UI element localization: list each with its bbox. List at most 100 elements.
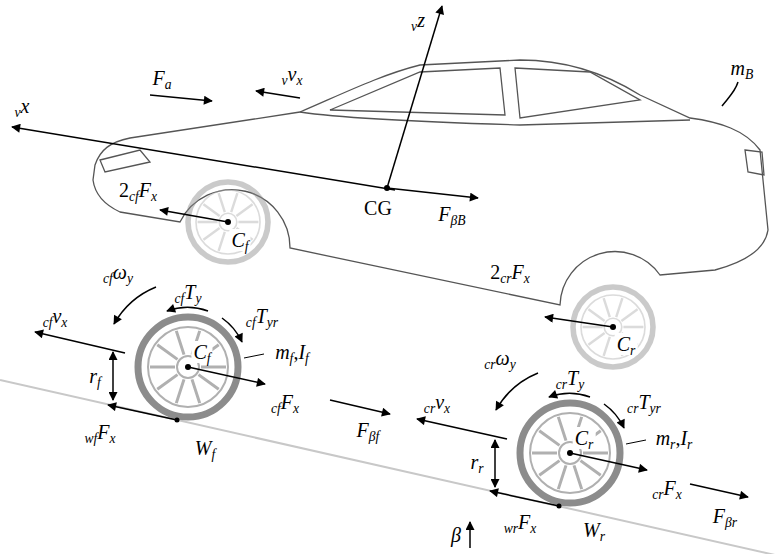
label-part: v bbox=[435, 391, 444, 413]
label-part: T bbox=[184, 281, 195, 303]
force-label: 2crFx bbox=[488, 261, 532, 283]
label-part: x bbox=[296, 73, 302, 88]
label-part: y bbox=[510, 357, 516, 372]
label-part: x bbox=[61, 315, 67, 330]
label-part: 2 bbox=[119, 179, 129, 201]
label-part: r bbox=[588, 437, 593, 452]
label-part: F bbox=[97, 421, 109, 443]
label-part: I bbox=[680, 427, 687, 449]
label-part: f bbox=[97, 375, 101, 390]
point-label: Cr bbox=[573, 427, 596, 449]
label-part: r bbox=[470, 451, 478, 473]
angular-velocity-label: cfωy bbox=[101, 261, 135, 283]
label-part: cr bbox=[652, 487, 663, 502]
point-label: Cf bbox=[229, 229, 250, 251]
point-label: Cr bbox=[615, 333, 638, 355]
label-part: v bbox=[288, 63, 297, 85]
label-part: z bbox=[417, 9, 425, 31]
label-part: m bbox=[275, 341, 289, 363]
label-part: v bbox=[52, 305, 61, 327]
label-part: f bbox=[245, 239, 249, 254]
force-label: 2cfFx bbox=[117, 179, 159, 201]
mass-label: mr,Ir bbox=[654, 427, 695, 449]
label-part: F bbox=[281, 391, 293, 413]
label-part: ω bbox=[113, 261, 127, 283]
label-part: x bbox=[21, 95, 30, 117]
label-part: cr bbox=[424, 401, 435, 416]
label-part: cr bbox=[556, 377, 567, 392]
label-part: x bbox=[444, 401, 450, 416]
label-part: F bbox=[438, 203, 450, 225]
force-label: cfFx bbox=[269, 391, 301, 413]
label-part: f bbox=[290, 351, 294, 366]
label-part: f bbox=[305, 351, 309, 366]
label-part: yr bbox=[267, 315, 278, 330]
axis-label: vx bbox=[13, 95, 32, 117]
label-part: F bbox=[518, 511, 530, 533]
mass-label: mB bbox=[729, 57, 756, 79]
label-part: CG bbox=[364, 197, 392, 219]
label-part: cf bbox=[246, 315, 256, 330]
label-part: βB bbox=[451, 213, 466, 228]
point-label: Cf bbox=[191, 341, 212, 363]
label-part: x bbox=[110, 431, 116, 446]
force-label: FβB bbox=[436, 203, 467, 225]
torque-label: cfTy bbox=[173, 281, 204, 303]
label-part: C bbox=[617, 333, 630, 355]
label-part: cf bbox=[103, 271, 113, 286]
label-part: f bbox=[211, 447, 215, 462]
label-part: m bbox=[731, 57, 745, 79]
label-part: 2 bbox=[490, 261, 500, 283]
label-part: x bbox=[151, 189, 157, 204]
label-part: F bbox=[139, 179, 151, 201]
label-part: y bbox=[578, 377, 584, 392]
velocity-label: cfvx bbox=[41, 305, 70, 327]
velocity-label: crvx bbox=[422, 391, 452, 413]
label-part: r bbox=[687, 437, 692, 452]
force-label: Fβf bbox=[355, 419, 382, 441]
label-part: wr bbox=[504, 521, 518, 536]
label-part: r bbox=[478, 461, 483, 476]
force-label: Fa bbox=[150, 67, 173, 89]
label-part: W bbox=[195, 437, 212, 459]
label-part: F bbox=[152, 67, 164, 89]
axis-label: vz bbox=[409, 9, 427, 31]
torque-label: crTyr bbox=[625, 391, 663, 413]
label-part: βr bbox=[725, 515, 737, 530]
velocity-label: vvx bbox=[280, 63, 305, 85]
label-part: yr bbox=[650, 401, 661, 416]
force-label: crFx bbox=[650, 477, 684, 499]
label-part: x bbox=[524, 271, 530, 286]
label-part: T bbox=[567, 367, 578, 389]
label-part: , bbox=[675, 427, 680, 449]
label-part: β bbox=[451, 524, 461, 546]
label-part: y bbox=[195, 291, 201, 306]
label-part: v bbox=[282, 73, 288, 88]
label-part: r bbox=[600, 529, 605, 544]
label-part: cr bbox=[627, 401, 638, 416]
force-label: wrFx bbox=[502, 511, 539, 533]
radius-label: rr bbox=[468, 451, 485, 473]
label-part: x bbox=[530, 521, 536, 536]
label-part: cf bbox=[271, 401, 281, 416]
label-part: a bbox=[165, 77, 172, 92]
label-part: cf bbox=[43, 315, 53, 330]
mass-label: mf,If bbox=[273, 341, 311, 363]
force-label: wfFx bbox=[82, 421, 117, 443]
label-part: r bbox=[89, 365, 97, 387]
car-body bbox=[93, 60, 768, 305]
label-part: W bbox=[583, 519, 600, 541]
label-part: r bbox=[630, 343, 635, 358]
label-part: I bbox=[298, 341, 305, 363]
label-part: C bbox=[193, 341, 206, 363]
label-part: v bbox=[411, 19, 417, 34]
label-part: C bbox=[231, 229, 244, 251]
label-part: F bbox=[512, 261, 524, 283]
torque-label: crTy bbox=[554, 367, 587, 389]
label-part: F bbox=[357, 419, 369, 441]
point-label: Wr bbox=[581, 519, 607, 541]
label-part: cf bbox=[129, 189, 139, 204]
torque-label: cfTyr bbox=[244, 305, 280, 327]
